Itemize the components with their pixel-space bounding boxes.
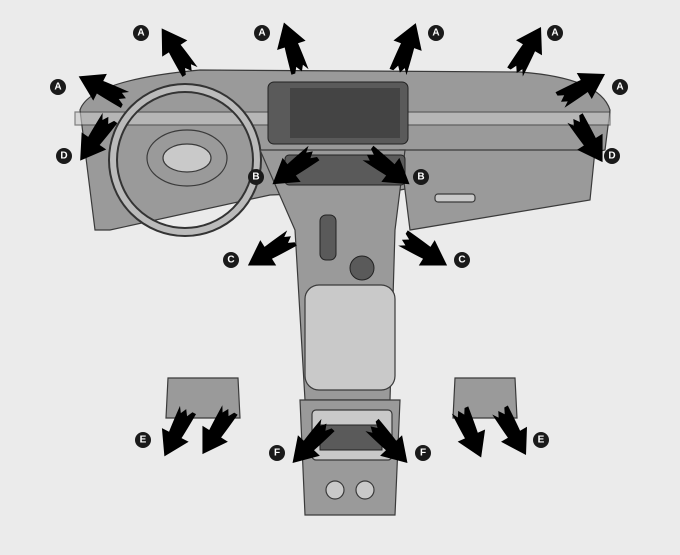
svg-text:D: D [608,151,615,162]
svg-text:A: A [137,28,144,39]
rear-console [299,399,401,516]
svg-text:A: A [551,28,558,39]
label-e: E [533,432,549,448]
label-f: F [415,445,431,461]
svg-text:F: F [274,448,280,459]
svg-text:C: C [458,255,465,266]
arrow-a [383,18,430,78]
arrow-a [269,17,315,77]
svg-text:D: D [60,151,67,162]
svg-text:A: A [432,28,439,39]
svg-text:F: F [420,448,426,459]
arrow-c [239,225,300,279]
floor-duct-left [165,377,241,419]
label-a: A [428,25,444,41]
label-b: B [248,169,264,185]
label-d: D [56,148,72,164]
svg-text:E: E [538,435,545,446]
label-a: A [254,25,270,41]
label-b: B [413,169,429,185]
svg-text:A: A [616,82,623,93]
svg-text:A: A [258,28,265,39]
arrow-a [502,19,554,80]
label-a: A [50,79,66,95]
arrow-c [395,225,456,279]
label-e: E [135,432,151,448]
label-c: C [454,252,470,268]
svg-text:A: A [54,82,61,93]
svg-text:C: C [227,255,234,266]
floor-duct-right [452,377,518,419]
svg-text:B: B [252,172,259,183]
label-a: A [547,25,563,41]
center-console [259,149,406,401]
svg-text:B: B [417,172,424,183]
label-a: A [133,25,149,41]
svg-text:E: E [140,435,147,446]
label-d: D [604,148,620,164]
label-a: A [612,79,628,95]
label-c: C [223,252,239,268]
steering-wheel [108,83,262,237]
infotainment-screen [267,81,409,145]
label-f: F [269,445,285,461]
